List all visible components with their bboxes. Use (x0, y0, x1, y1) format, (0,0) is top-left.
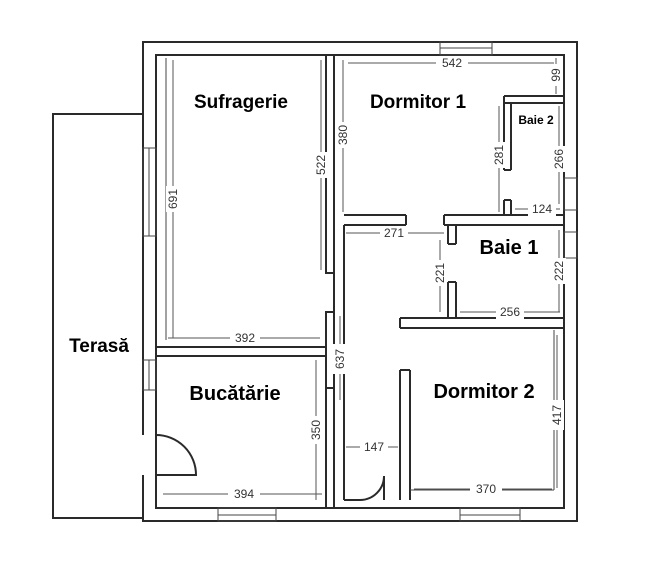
dimension-label-backgrounds (166, 56, 566, 501)
dim-266: 266 (552, 149, 566, 169)
dim-522: 522 (314, 155, 328, 175)
room-label-dormitor-1: Dormitor 1 (370, 92, 467, 113)
dimension-lines (163, 58, 560, 500)
dim-147: 147 (364, 440, 384, 454)
dim-271: 271 (384, 226, 404, 240)
windows (142, 41, 578, 522)
dim-221: 221 (433, 263, 447, 283)
room-label-baie-2: Baie 2 (518, 113, 554, 127)
dim-392: 392 (235, 331, 255, 345)
dim-99: 99 (549, 68, 563, 82)
room-label-terasa: Terasă (69, 336, 129, 357)
dim-394: 394 (234, 487, 254, 501)
dim-222: 222 (552, 261, 566, 281)
room-label-bucatarie: Bucătărie (189, 383, 280, 405)
dim-281: 281 (492, 145, 506, 165)
dim-691: 691 (166, 189, 180, 209)
room-labels: Sufragerie Dormitor 1 Baie 2 Baie 1 Tera… (69, 92, 554, 405)
dim-370: 370 (476, 482, 496, 496)
entrance-door (155, 434, 198, 476)
dim-417: 417 (550, 405, 564, 425)
dim-350: 350 (309, 420, 323, 440)
dim-256: 256 (500, 305, 520, 319)
dim-637: 637 (333, 349, 347, 369)
room-label-dormitor-2: Dormitor 2 (433, 381, 534, 403)
dim-380: 380 (336, 125, 350, 145)
terrace-outline (52, 113, 143, 519)
dim-542: 542 (442, 56, 462, 70)
room-label-sufragerie: Sufragerie (194, 92, 288, 113)
room-label-baie-1: Baie 1 (480, 237, 539, 259)
dimension-labels: 542 99 380 522 691 281 266 124 271 221 2… (166, 56, 566, 501)
dim-124: 124 (532, 202, 552, 216)
